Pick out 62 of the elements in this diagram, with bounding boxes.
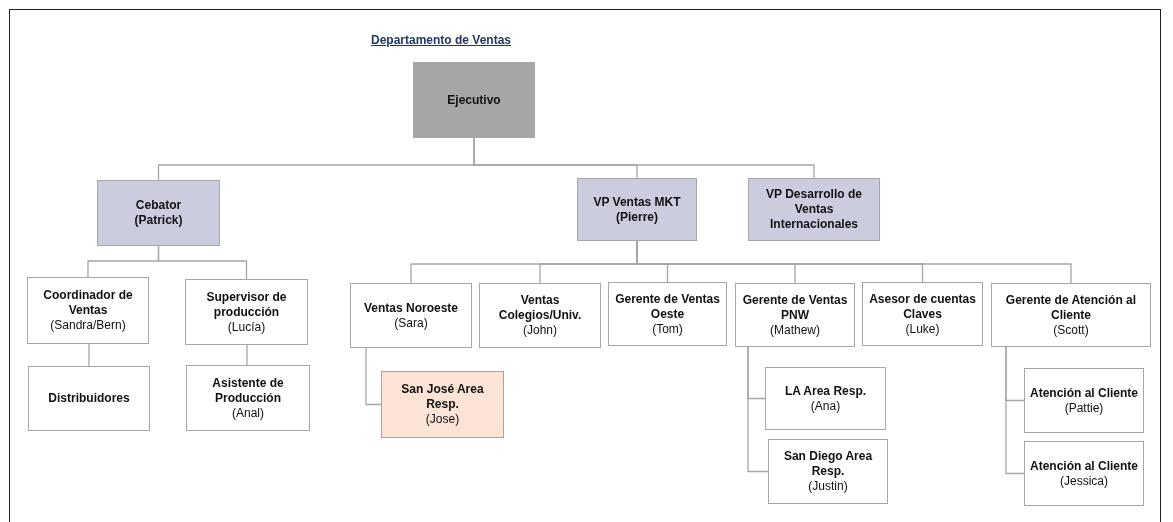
person-name: (Scott) (1053, 322, 1089, 338)
org-chart-box (27, 277, 149, 344)
role-title: Ejecutivo (447, 92, 501, 108)
connector-line (365, 347, 382, 406)
org-chart-box (479, 283, 601, 348)
role-title: San José Area Resp. (400, 382, 485, 412)
org-chart-box (991, 283, 1151, 347)
role-title: Cebator (135, 198, 182, 213)
role-title: Atención al Cliente (1030, 385, 1138, 401)
person-name: (John) (523, 323, 557, 338)
person-name: (Pattie) (1064, 400, 1104, 416)
role-title: Coordinador de Ventas (42, 288, 134, 318)
person-name: (Ana) (810, 398, 841, 414)
person-name: (Luke) (905, 321, 940, 337)
org-chart-box (186, 365, 310, 431)
org-chart-box (735, 283, 855, 347)
role-title: (Pierre) (616, 209, 658, 225)
role-title: San Diego Area Resp. (782, 449, 874, 479)
org-chart-box (862, 282, 983, 346)
connector-line (246, 344, 248, 366)
role-title: Atención al Cliente (1030, 458, 1138, 474)
role-title: VP Ventas MKT (593, 194, 681, 210)
connector-line (1005, 346, 1025, 475)
person-name: (Jose) (425, 412, 460, 427)
org-chart-box (381, 371, 504, 438)
role-title: VP Desarrollo de Ventas Internacionales (765, 187, 863, 232)
role-title: Ventas Noroeste (363, 300, 458, 316)
role-title: Gerente de Atención al Cliente (1004, 292, 1138, 323)
org-chart-box (748, 178, 880, 241)
role-title: Asesor de cuentas Claves (868, 291, 977, 322)
org-chart-box (768, 439, 888, 504)
person-name: (Mathew) (770, 322, 820, 338)
org-chart-box (350, 283, 472, 348)
org-chart-box (577, 178, 697, 241)
person-name: (Sara) (394, 315, 428, 331)
role-title: Ventas Colegios/Univ. (497, 293, 583, 323)
person-name: (Sandra/Bern) (50, 318, 126, 333)
diagram-title: Departamento de Ventas (371, 33, 512, 47)
org-chart-box (1024, 368, 1144, 433)
person-name: (Justin) (808, 479, 848, 494)
role-title: Asistente de Producción (211, 375, 285, 406)
connector-line (157, 245, 248, 280)
person-name: (Jessica) (1060, 473, 1108, 489)
connector-line (88, 343, 90, 367)
org-chart-box (608, 282, 727, 346)
org-chart-box (28, 366, 150, 431)
org-chart-box (1024, 441, 1144, 506)
role-title: Gerente de Ventas PNW (741, 292, 849, 323)
person-name: (Lucía) (227, 319, 266, 335)
role-title: Gerente de Ventas Oeste (614, 291, 721, 322)
org-chart-box (765, 367, 886, 430)
person-name: (Tom) (652, 321, 683, 337)
org-chart-box (413, 62, 535, 138)
role-title: Supervisor de producción (205, 289, 288, 320)
connector-line (473, 137, 815, 179)
org-chart-box (185, 279, 308, 345)
org-chart-box (97, 180, 220, 246)
role-title: LA Area Resp. (784, 383, 867, 399)
person-name: (Anal) (232, 405, 264, 421)
connector-line (747, 346, 769, 473)
role-title: (Patrick) (134, 213, 183, 228)
role-title: Distribuidores (48, 391, 130, 406)
